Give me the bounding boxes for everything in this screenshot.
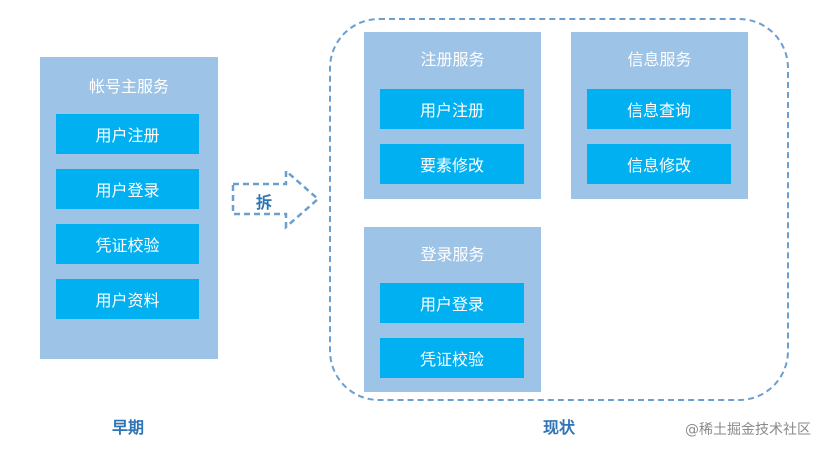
current-services-region <box>329 18 789 401</box>
login-item-user-login: 用户登录 <box>380 283 524 323</box>
register-item-user-register: 用户注册 <box>380 89 524 129</box>
login-service-title: 登录服务 <box>420 245 485 264</box>
register-service-title: 注册服务 <box>420 50 485 69</box>
split-arrow-icon <box>231 168 320 230</box>
early-panel-title: 帐号主服务 <box>88 77 169 96</box>
early-account-service-panel: 帐号主服务 用户注册 用户登录 凭证校验 用户资料 <box>40 57 218 359</box>
watermark: @稀土掘金技术社区 <box>685 422 811 438</box>
login-service-panel: 登录服务 用户登录 凭证校验 <box>364 227 541 392</box>
register-service-panel: 注册服务 用户注册 要素修改 <box>364 32 541 199</box>
login-item-credential-check: 凭证校验 <box>380 338 524 378</box>
early-caption: 早期 <box>111 418 144 437</box>
info-service-panel: 信息服务 信息查询 信息修改 <box>571 32 748 199</box>
early-item-user-profile: 用户资料 <box>56 279 199 319</box>
register-item-element-modify: 要素修改 <box>380 144 524 184</box>
early-item-user-register: 用户注册 <box>56 114 199 154</box>
current-caption: 现状 <box>542 418 575 437</box>
early-item-credential-check: 凭证校验 <box>56 224 199 264</box>
info-service-title: 信息服务 <box>627 50 692 69</box>
early-item-user-login: 用户登录 <box>56 169 199 209</box>
info-item-query: 信息查询 <box>587 89 731 129</box>
split-arrow-label: 拆 <box>256 193 273 212</box>
info-item-modify: 信息修改 <box>587 144 731 184</box>
